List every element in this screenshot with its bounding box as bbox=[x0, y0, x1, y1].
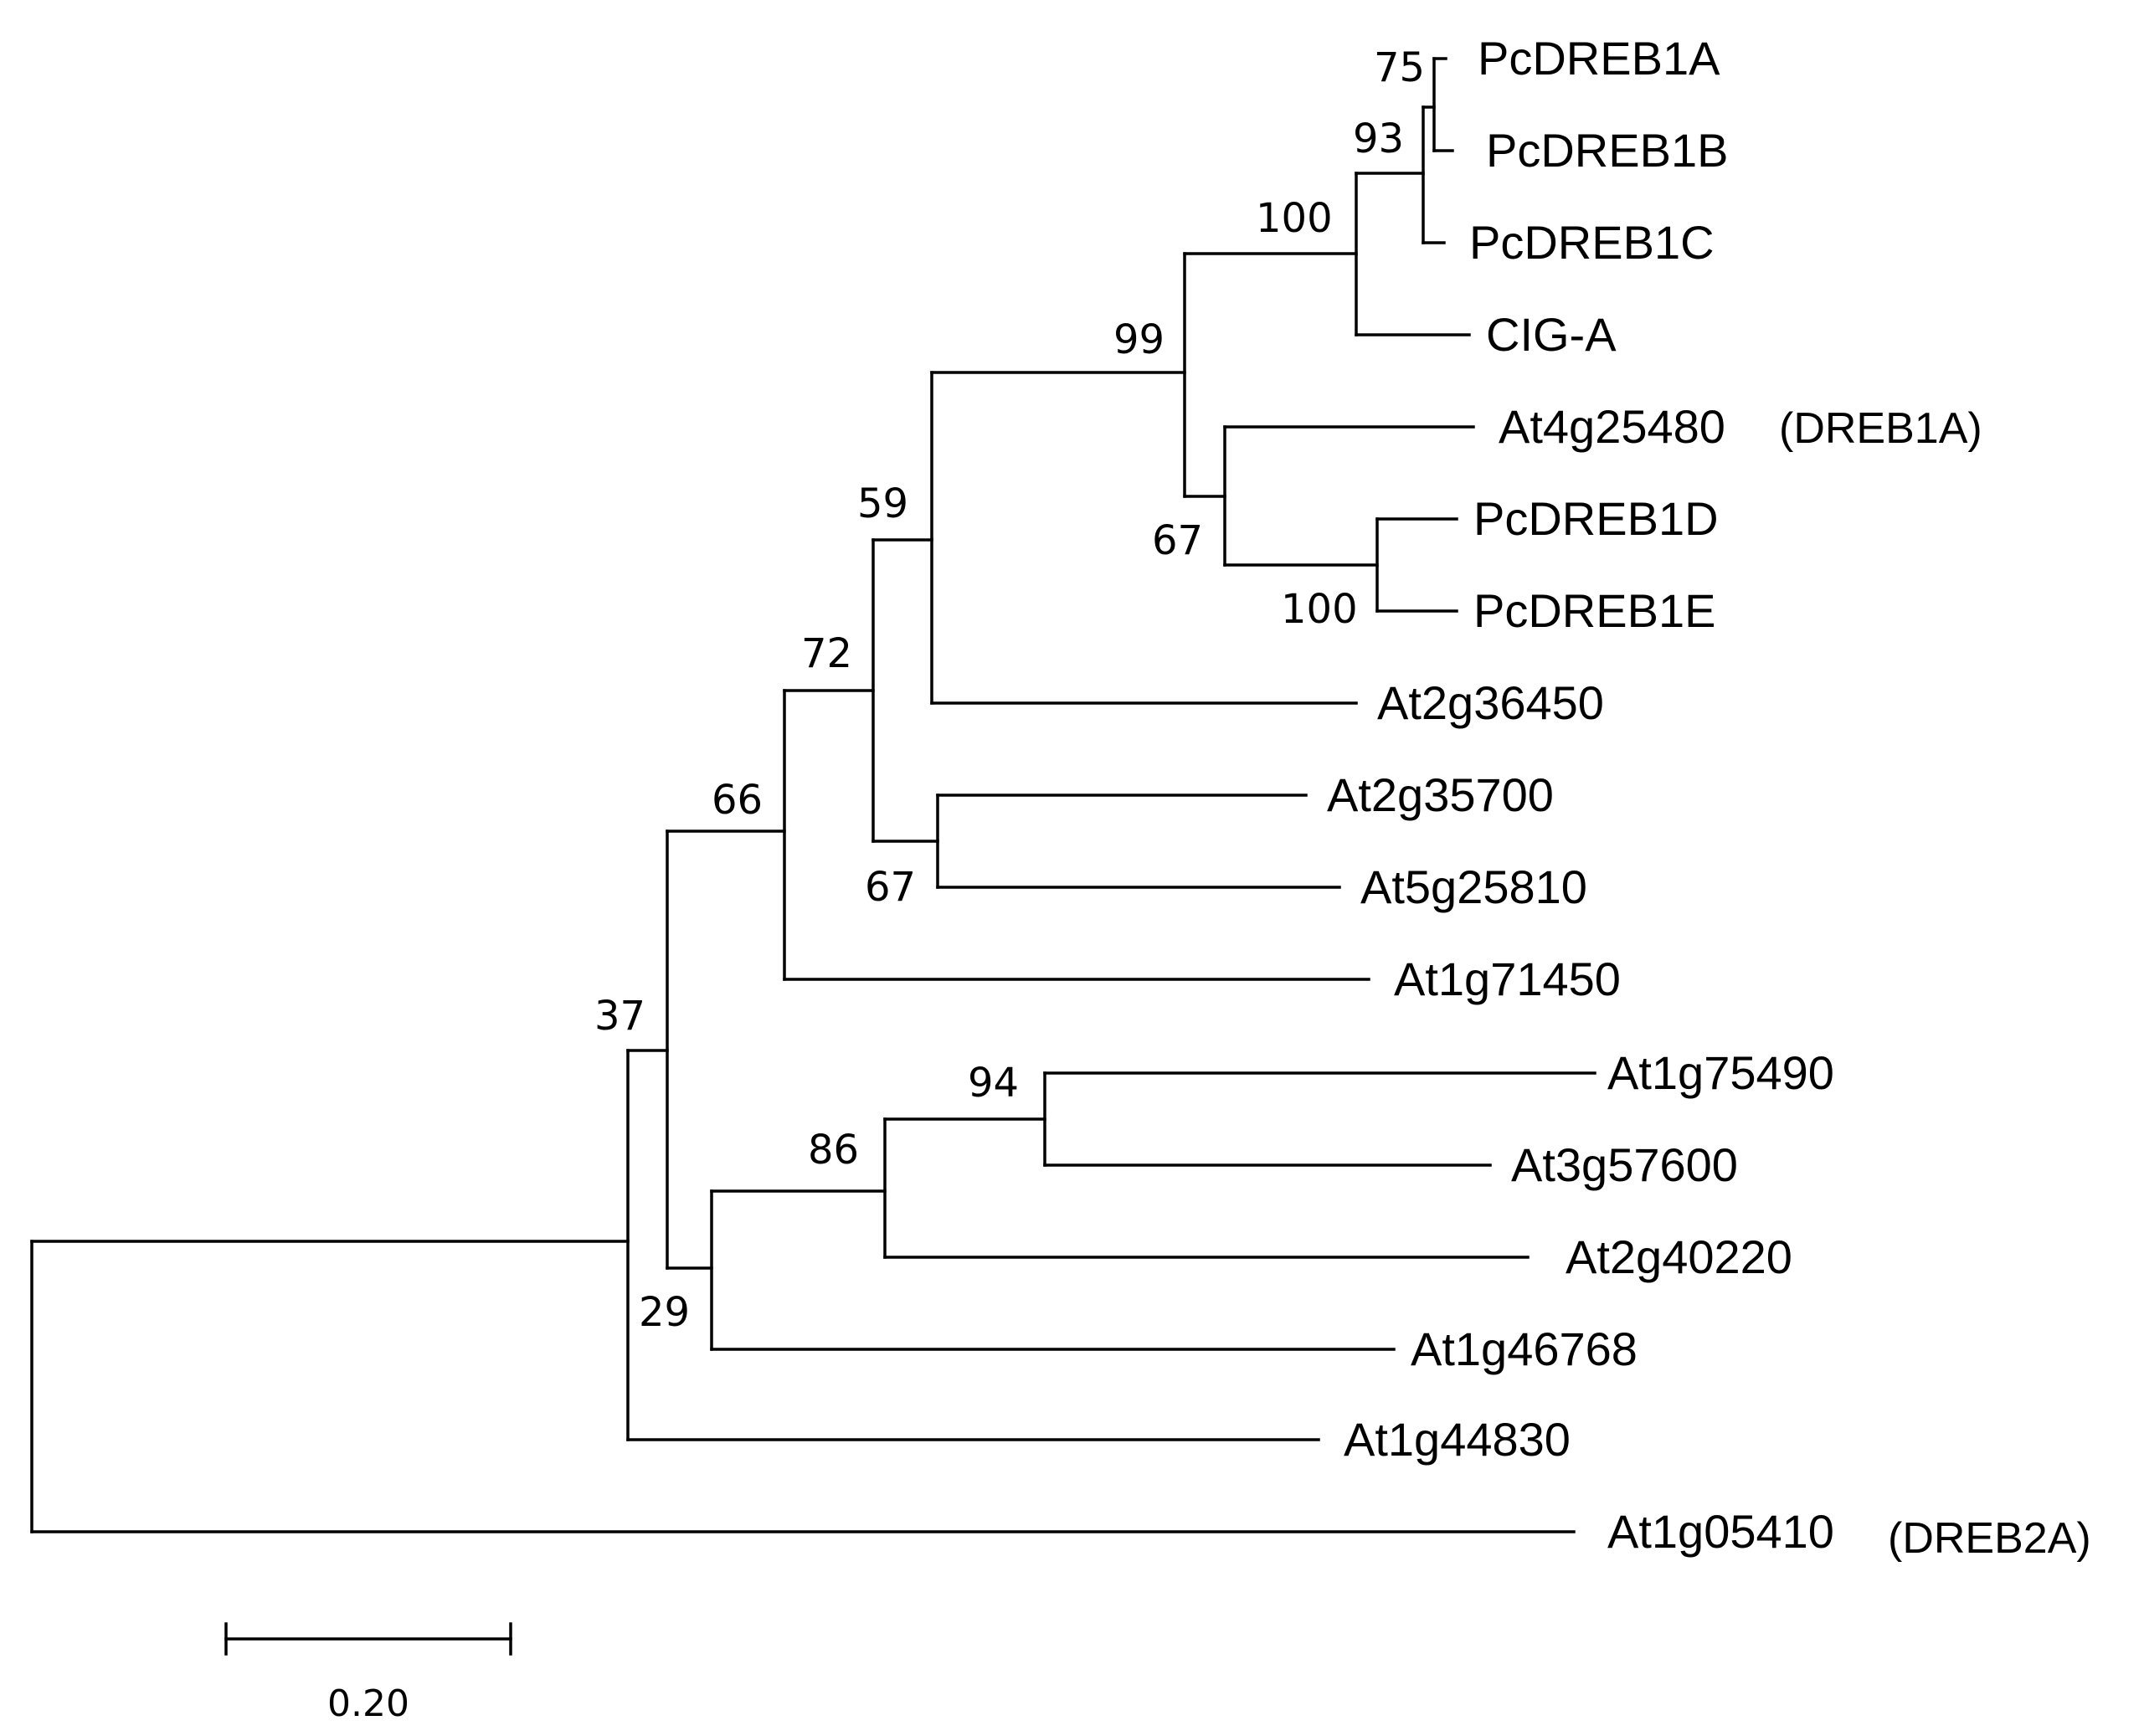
leaf-label-at2g35700: At2g35700 bbox=[1327, 768, 1554, 821]
leaf-note-dreb2a: (DREB2A) bbox=[1888, 1514, 2091, 1563]
leaf-label-at1g75490: At1g75490 bbox=[1607, 1046, 1834, 1099]
leaf-label-pcdreb1b: PcDREB1B bbox=[1486, 124, 1728, 177]
support-value: 93 bbox=[1353, 116, 1404, 162]
leaf-label-ciga: CIG-A bbox=[1486, 308, 1617, 361]
leaf-label-at3g57600: At3g57600 bbox=[1511, 1138, 1738, 1191]
support-value: 66 bbox=[712, 777, 763, 824]
leaf-label-pcdreb1c: PcDREB1C bbox=[1469, 216, 1715, 269]
support-value: 37 bbox=[594, 993, 645, 1040]
leaf-labels: PcDREB1A PcDREB1B PcDREB1C CIG-A At4g254… bbox=[1327, 32, 2091, 1563]
leaf-label-at1g05410: At1g05410 bbox=[1607, 1505, 1834, 1558]
leaf-label-at1g46768: At1g46768 bbox=[1411, 1323, 1638, 1375]
support-value: 99 bbox=[1113, 316, 1165, 363]
support-value: 67 bbox=[865, 864, 916, 911]
leaf-label-at5g25810: At5g25810 bbox=[1360, 860, 1587, 913]
support-value: 72 bbox=[801, 630, 852, 677]
leaf-label-at4g25480: At4g25480 bbox=[1499, 400, 1725, 453]
leaf-label-pcdreb1e: PcDREB1E bbox=[1473, 584, 1715, 637]
leaf-label-at1g71450: At1g71450 bbox=[1394, 953, 1621, 1005]
support-value: 75 bbox=[1374, 44, 1425, 91]
tree-branches bbox=[30, 57, 1596, 1533]
support-value: 100 bbox=[1281, 586, 1358, 633]
support-value: 94 bbox=[968, 1060, 1019, 1107]
scale-bar-label: 0.20 bbox=[327, 1682, 409, 1725]
support-values: 75 93 100 99 67 100 59 72 67 66 37 94 86… bbox=[594, 44, 1425, 1336]
support-value: 29 bbox=[639, 1289, 690, 1336]
leaf-note-dreb1a: (DREB1A) bbox=[1779, 404, 1982, 453]
support-value: 59 bbox=[857, 480, 908, 527]
leaf-label-at2g40220: At2g40220 bbox=[1566, 1230, 1792, 1283]
leaf-label-at1g44830: At1g44830 bbox=[1344, 1413, 1571, 1466]
leaf-label-pcdreb1a: PcDREB1A bbox=[1478, 32, 1720, 85]
leaf-label-at2g36450: At2g36450 bbox=[1377, 676, 1604, 729]
leaf-label-pcdreb1d: PcDREB1D bbox=[1473, 492, 1719, 545]
support-value: 67 bbox=[1152, 517, 1203, 564]
support-value: 86 bbox=[808, 1127, 859, 1174]
scale-bar: 0.20 bbox=[224, 1622, 512, 1725]
support-value: 100 bbox=[1256, 195, 1333, 242]
